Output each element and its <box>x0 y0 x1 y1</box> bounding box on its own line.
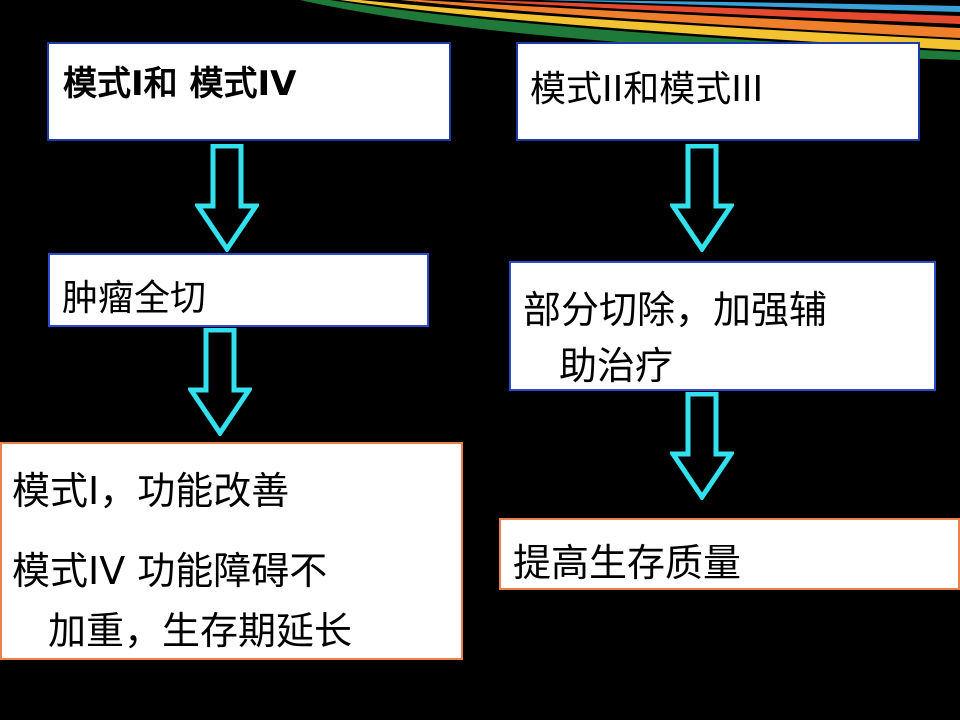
left-outcome-line-1: 模式I，功能改善 <box>12 469 290 513</box>
partial-resection-line-2: 助治疗 <box>559 344 674 388</box>
quality-of-life-text: 提高生存质量 <box>513 541 742 585</box>
quality-of-life-box: 提高生存质量 <box>499 518 960 590</box>
total-resection-text: 肿瘤全切 <box>62 278 207 319</box>
down-arrow-icon <box>670 392 734 500</box>
down-arrow-icon <box>195 144 259 252</box>
mode-2-3-header-text: 模式II和模式III <box>530 69 764 110</box>
mode-1-4-header-text: 模式I和 模式IV <box>63 64 297 104</box>
partial-resection-line-1: 部分切除，加强辅 <box>523 288 828 332</box>
left-outcome-line-2: 模式IV 功能障碍不 <box>12 549 328 593</box>
left-outcome-line-3: 加重，生存期延长 <box>48 609 353 653</box>
down-arrow-icon <box>670 144 734 252</box>
mode-2-3-header-box: 模式II和模式III <box>516 42 920 141</box>
down-arrow-icon <box>188 328 252 436</box>
mode-1-4-header-box: 模式I和 模式IV <box>47 42 451 141</box>
total-resection-box: 肿瘤全切 <box>48 253 429 327</box>
left-outcome-box: 模式I，功能改善 模式IV 功能障碍不 加重，生存期延长 <box>0 442 463 660</box>
partial-resection-box: 部分切除，加强辅 助治疗 <box>509 261 936 391</box>
